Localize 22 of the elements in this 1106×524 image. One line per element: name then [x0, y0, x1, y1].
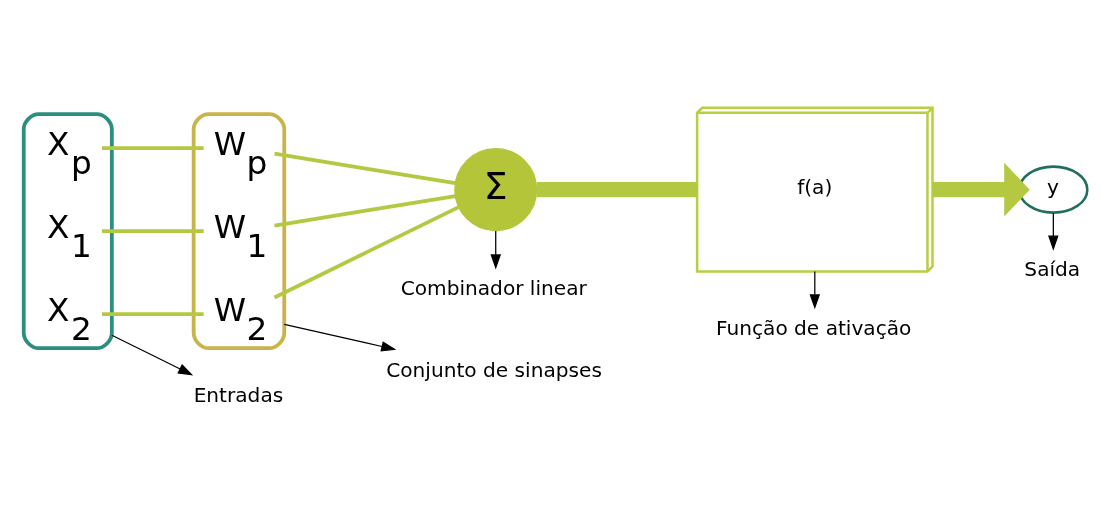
arrow — [809, 270, 821, 310]
connector — [274, 151, 456, 186]
node-text: Combinador linear — [400, 276, 587, 301]
connector — [101, 146, 204, 150]
arrow — [490, 230, 502, 270]
node-text: Conjunto de sinapses — [386, 357, 602, 382]
connector — [274, 194, 456, 228]
cluster — [21, 112, 114, 351]
arrow — [1048, 212, 1059, 251]
node-circle: Σ — [454, 148, 538, 232]
arrow — [111, 334, 194, 376]
node-text: Entradas — [193, 383, 284, 408]
connector — [101, 229, 204, 234]
node-text: Função de ativação — [716, 316, 912, 341]
connector — [273, 205, 460, 300]
connector — [536, 182, 697, 198]
arrow — [283, 323, 397, 352]
node-text: Saída — [1024, 257, 1081, 282]
arrow — [932, 162, 1030, 217]
node-ellipse: y — [1018, 165, 1089, 214]
connector — [101, 312, 204, 317]
cluster — [191, 112, 287, 351]
